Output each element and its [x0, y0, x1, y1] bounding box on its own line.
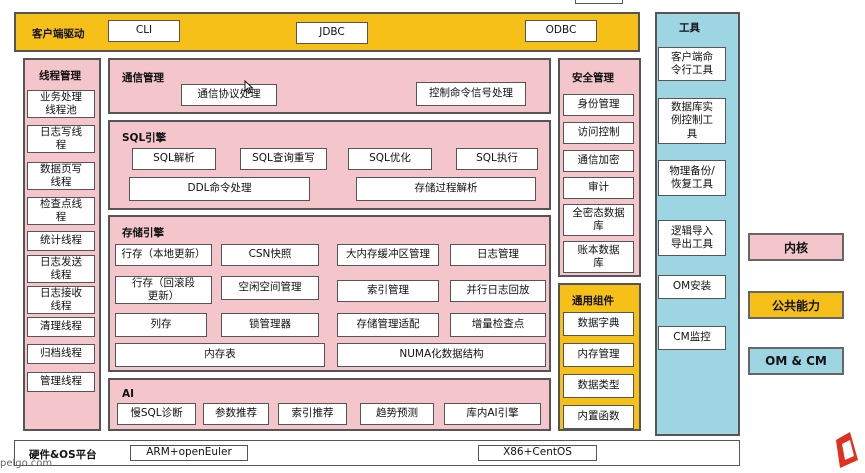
tool-backup: 物理备份/恢复工具 [658, 160, 726, 196]
tool-instance-control: 数据库实例控制工具 [658, 98, 726, 144]
storage-csn-snapshot: CSN快照 [221, 244, 319, 266]
storage-incremental-checkpoint: 增量检查点 [450, 313, 546, 337]
security-access-control: 访问控制 [563, 122, 634, 144]
thread-management-title: 线程管理 [39, 70, 81, 82]
thread-log-sender: 日志发送线程 [27, 255, 95, 283]
tools-title: 工具 [679, 22, 700, 34]
storage-memory-table: 内存表 [115, 343, 325, 367]
top-stub [575, 0, 623, 4]
hardware-os-title: 硬件&OS平台 [29, 449, 97, 461]
sql-parse: SQL解析 [132, 148, 216, 170]
watermark: pelgo.com [0, 458, 53, 469]
mouse-cursor-icon [244, 80, 254, 94]
thread-statistics: 统计线程 [27, 231, 95, 251]
legend-om-cm: OM & CM [748, 347, 844, 375]
thread-log-writer: 日志写线程 [27, 125, 95, 153]
thread-page-writer: 数据页写线程 [27, 162, 95, 190]
ai-index-advisor: 索引推荐 [278, 403, 347, 425]
security-title: 安全管理 [572, 72, 614, 84]
sql-rewrite: SQL查询重写 [240, 148, 327, 170]
security-encryption: 通信加密 [563, 150, 634, 172]
security-ledger-db: 账本数据库 [563, 241, 634, 273]
ai-in-db-engine: 库内AI引擎 [444, 403, 541, 425]
client-cli: CLI [108, 20, 180, 42]
client-odbc: ODBC [525, 20, 597, 42]
tool-cm-monitor: CM监控 [658, 326, 726, 350]
storage-lock-manager: 锁管理器 [221, 313, 319, 337]
legend-common: 公共能力 [748, 291, 844, 319]
common-memory: 内存管理 [563, 343, 634, 367]
storage-row-undo: 行存（回滚段更新） [115, 276, 212, 304]
common-dictionary: 数据字典 [563, 312, 634, 336]
legend-kernel: 内核 [748, 233, 844, 261]
thread-checkpoint: 检查点线程 [27, 197, 95, 225]
thread-worker-pool: 业务处理线程池 [27, 90, 95, 118]
storage-log-manager: 日志管理 [450, 244, 546, 266]
logo-icon [836, 432, 858, 468]
client-driver-title: 客户端驱动 [32, 28, 85, 40]
hardware-os-layer: 硬件&OS平台 [14, 440, 740, 466]
tool-om-install: OM安装 [658, 275, 726, 299]
comm-protocol: 通信协议处理 [181, 84, 277, 106]
storage-column-store: 列存 [115, 313, 207, 337]
sql-optimize: SQL优化 [348, 148, 432, 170]
sql-procedure: 存储过程解析 [356, 177, 536, 201]
storage-engine-title: 存储引擎 [122, 227, 164, 239]
security-encrypted-db: 全密态数据库 [563, 204, 634, 236]
common-builtin-functions: 内置函数 [563, 405, 634, 429]
communication-title: 通信管理 [122, 72, 164, 84]
common-datatype: 数据类型 [563, 374, 634, 398]
thread-archiver: 归档线程 [27, 344, 95, 364]
tool-cli: 客户端命令行工具 [658, 47, 726, 81]
ai-title: AI [122, 388, 135, 400]
thread-manager: 管理线程 [27, 372, 95, 392]
sql-engine-title: SQL引擎 [122, 132, 167, 144]
sql-ddl: DDL命令处理 [129, 177, 310, 201]
hw-arm-openeuler: ARM+openEuler [130, 445, 248, 461]
common-components-title: 通用组件 [572, 295, 614, 307]
ai-param-tuning: 参数推荐 [203, 403, 269, 425]
hw-x86-centos: X86+CentOS [478, 445, 597, 461]
comm-control-signal: 控制命令信号处理 [416, 82, 526, 106]
security-audit: 审计 [563, 177, 634, 199]
storage-parallel-replay: 并行日志回放 [450, 280, 546, 302]
storage-free-space: 空闲空间管理 [221, 276, 319, 300]
storage-index-manager: 索引管理 [337, 280, 439, 302]
storage-row-inplace: 行存（本地更新） [115, 244, 212, 266]
ai-trend-forecast: 趋势预测 [360, 403, 434, 425]
thread-log-receiver: 日志接收线程 [27, 286, 95, 314]
ai-slow-sql: 慢SQL诊断 [117, 403, 196, 425]
storage-adapter: 存储管理适配 [337, 313, 439, 337]
security-identity: 身份管理 [563, 94, 634, 116]
storage-numa: NUMA化数据结构 [337, 343, 546, 367]
thread-cleaner: 清理线程 [27, 317, 95, 337]
tool-import-export: 逻辑导入导出工具 [658, 220, 726, 256]
client-jdbc: JDBC [296, 22, 368, 44]
storage-buffer-manager: 大内存缓冲区管理 [337, 244, 439, 266]
sql-execute: SQL执行 [456, 148, 538, 170]
